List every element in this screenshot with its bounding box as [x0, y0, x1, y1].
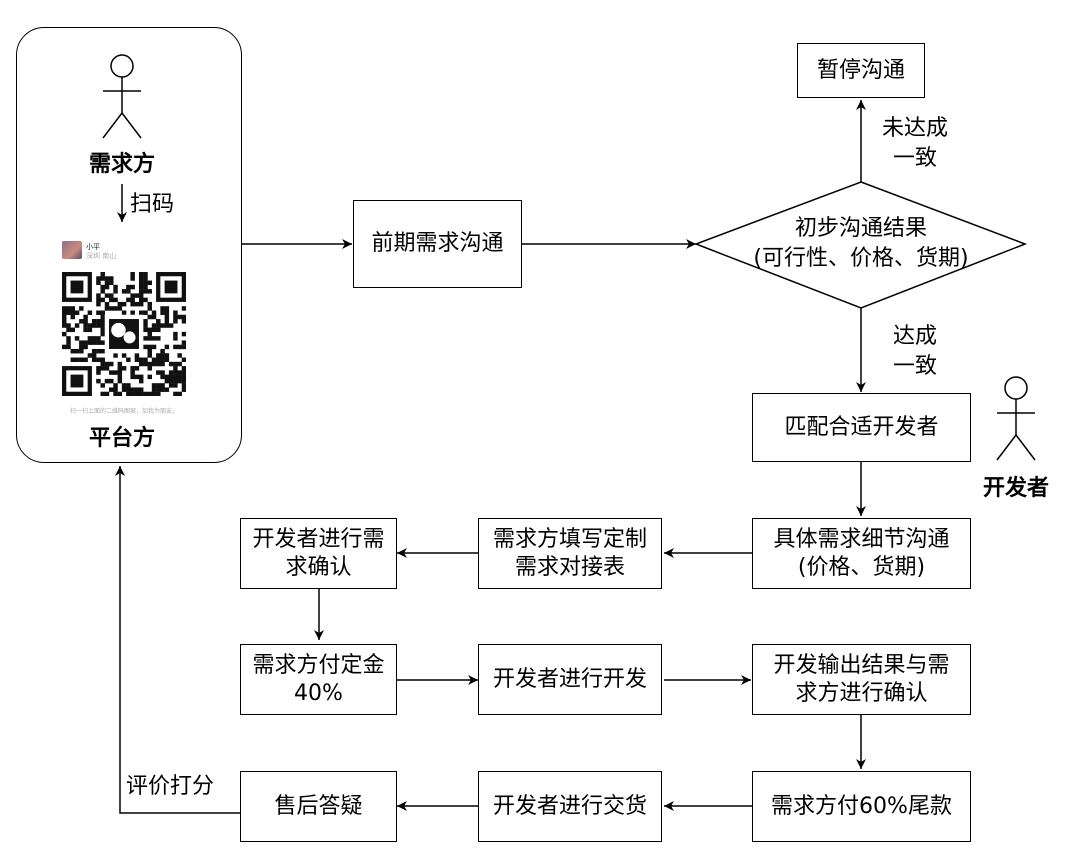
- output-confirm-box: 开发输出结果与需 求方进行确认: [752, 644, 971, 715]
- develop-box: 开发者进行开发: [478, 644, 662, 715]
- edge-aftersales-to-platform: [115, 466, 240, 814]
- qr-card-name: 小平: [86, 243, 100, 251]
- qr-card-hint: 扫一扫上面的二维码图案，加我为朋友。: [69, 408, 178, 415]
- not-agreed-label: 未达成 一致: [881, 116, 948, 171]
- demander-label: 需求方: [88, 152, 155, 177]
- after-sales-box: 售后答疑: [240, 771, 397, 842]
- final-payment-box: 需求方付60%尾款: [752, 771, 971, 842]
- pause-box: 暂停沟通: [797, 43, 925, 98]
- scan-label: 扫码: [130, 192, 175, 217]
- agreed-label: 达成 一致: [892, 324, 937, 379]
- initial-comm-box: 前期需求沟通: [353, 200, 522, 288]
- qr-card-region: 深圳 南山: [86, 252, 117, 260]
- developer-label: 开发者: [982, 476, 1049, 501]
- demander-stick-figure: [102, 54, 142, 139]
- avatar: [62, 241, 82, 259]
- detail-comm-box: 具体需求细节沟通 (价格、货期): [752, 518, 971, 589]
- rate-label: 评价打分: [126, 774, 215, 799]
- match-developer-box: 匹配合适开发者: [752, 393, 971, 462]
- qr-code: [62, 272, 186, 396]
- dev-confirm-box: 开发者进行需 求确认: [240, 518, 397, 589]
- platform-container: [16, 27, 242, 463]
- deliver-box: 开发者进行交货: [478, 771, 662, 842]
- qr-card: 小平 深圳 南山 扫一扫上面的二维码图案，加我为朋友。: [58, 236, 190, 420]
- deposit-box: 需求方付定金 40%: [240, 644, 397, 715]
- fill-form-box: 需求方填写定制 需求对接表: [478, 518, 662, 589]
- platform-label: 平台方: [88, 426, 155, 451]
- developer-stick-figure: [996, 376, 1036, 461]
- decision-text: 初步沟通结果 (可行性、价格、货期): [753, 216, 969, 271]
